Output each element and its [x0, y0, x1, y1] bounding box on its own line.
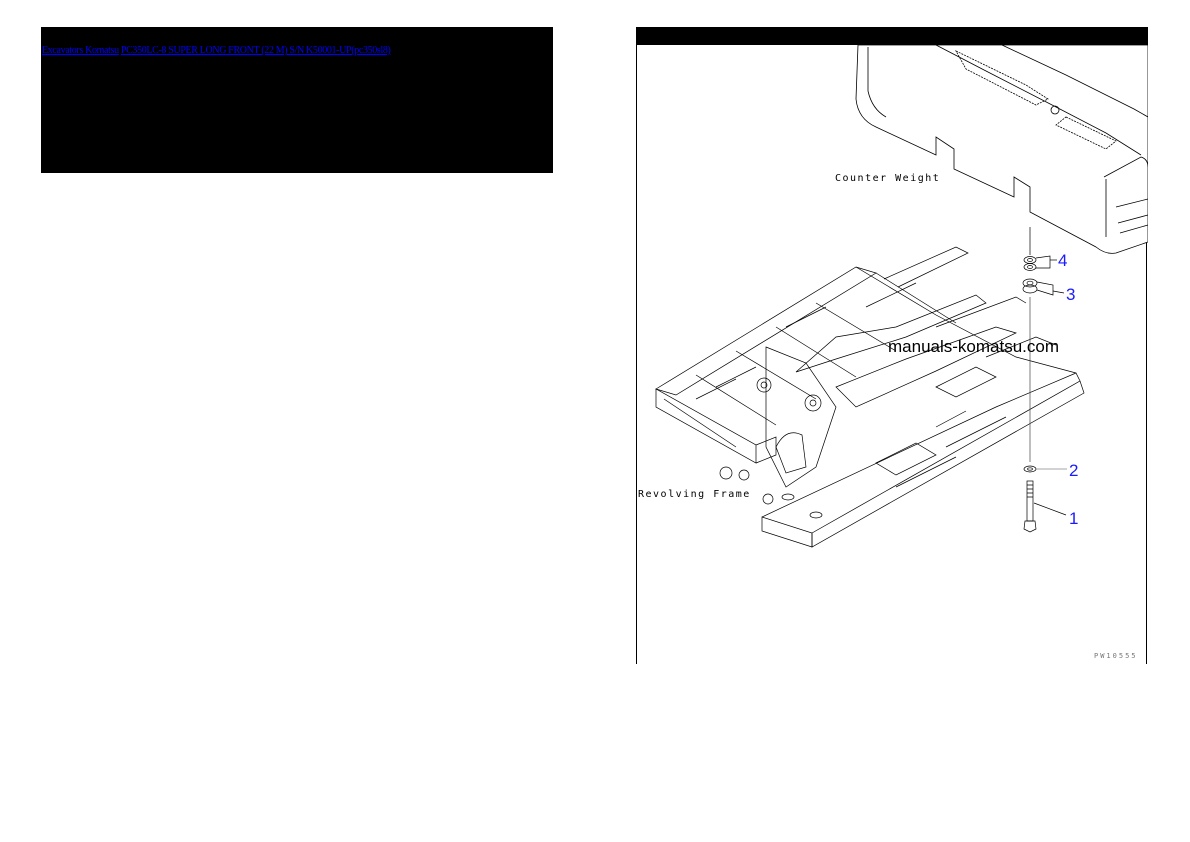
parts-diagram: Counter Weight Revolving Frame 4 3 2 1 m…	[636, 27, 1148, 664]
figure-title-bar	[636, 27, 1148, 45]
breadcrumb-category-link[interactable]: Excavators Komatsu	[42, 45, 119, 56]
figure-border-right	[1146, 45, 1147, 664]
breadcrumb-model-link[interactable]: PC350LC-8 SUPER LONG FRONT (22 M) S/N K5…	[120, 45, 391, 56]
figure-border-left	[636, 45, 637, 664]
callout-4: 4	[1058, 251, 1067, 270]
revolving-frame-label: Revolving Frame	[638, 489, 751, 500]
callout-2: 2	[1069, 461, 1078, 480]
callout-1: 1	[1069, 509, 1078, 528]
watermark-text: manuals-komatsu.com	[888, 337, 1059, 356]
counter-weight-drawing	[855, 44, 1148, 254]
exploded-view-drawing: Counter Weight Revolving Frame 4 3 2 1 m…	[638, 44, 1148, 660]
figure-number: PW10555	[1094, 652, 1138, 660]
revolving-frame-drawing	[655, 246, 1085, 548]
callout-3: 3	[1066, 285, 1075, 304]
counter-weight-label: Counter Weight	[835, 173, 940, 184]
document-header: Excavators Komatsu PC350LC-8 SUPER LONG …	[41, 27, 553, 173]
fastener-stack	[1022, 227, 1067, 533]
breadcrumb: Excavators Komatsu PC350LC-8 SUPER LONG …	[42, 45, 391, 57]
